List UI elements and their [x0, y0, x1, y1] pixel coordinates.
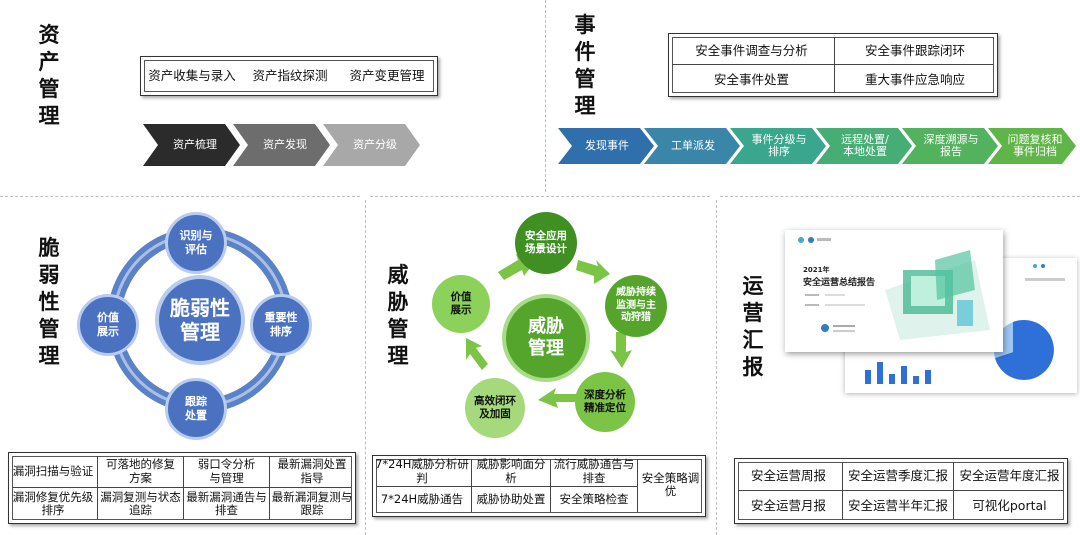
- event-title: 事件管理: [574, 13, 596, 118]
- ops-report-item: 可视化portal: [972, 498, 1047, 513]
- asset-title: 资产管理: [38, 23, 60, 128]
- ops-title: 运营汇报: [742, 274, 764, 379]
- threat-table-merged-cell: 安全策略调 优: [641, 470, 700, 498]
- separator-top-mid: [370, 196, 710, 197]
- vuln-table-cell: 漏洞修复优先级 排序: [12, 489, 94, 517]
- event-flow: [558, 128, 1076, 164]
- threat-node: 价值 展示: [432, 275, 490, 333]
- asset-flow: [143, 124, 420, 166]
- threat-node: 深度分析 精准定位: [575, 372, 635, 432]
- asset-items-box: 资产收集与录入 资产指纹探测 资产变更管理: [140, 56, 438, 96]
- event-grid-item: 安全事件处置: [713, 71, 789, 87]
- vuln-table-cell: 可落地的修复 方案: [106, 457, 175, 485]
- asset-step-chevron: [323, 124, 420, 166]
- ops-report-item: 安全运营半年汇报: [847, 498, 948, 513]
- ops-report-item: 安全运营月报: [750, 498, 826, 513]
- vuln-table: 漏洞扫描与验证 可落地的修复 方案 弱口令分析 与管理 最新漏洞处置 指导 漏洞…: [8, 452, 356, 524]
- event-grid-item: 重大事件应急响应: [864, 71, 965, 87]
- vuln-table-cell: 最新漏洞处置 指导: [277, 457, 347, 485]
- cycle-arrow: [466, 338, 488, 370]
- separator-top-left: [0, 196, 360, 197]
- separator-vertical-right: [716, 200, 717, 535]
- event-step-chevron: [988, 128, 1076, 164]
- vuln-node-left: 价值 展示: [77, 294, 139, 356]
- vuln-node-right: 重要性 排序: [250, 294, 312, 356]
- report-year: 2021年: [803, 266, 830, 274]
- event-step-label: 远程处置/ 本地处置: [841, 133, 889, 158]
- asset-step-chevron: [233, 124, 330, 166]
- asset-item: 资产指纹探测: [252, 68, 328, 83]
- threat-node: 高效闭环 及加固: [465, 378, 525, 438]
- vuln-title: 脆弱性管理: [38, 236, 60, 368]
- vuln-center-circle: 脆弱性 管理: [155, 275, 245, 365]
- asset-step-label: 资产分级: [353, 138, 397, 151]
- event-step-label: 问题复核和 事件归档: [1007, 133, 1063, 158]
- event-grid-item: 安全事件调查与分析: [695, 42, 808, 58]
- event-step-chevron: [816, 128, 912, 164]
- threat-table: 7*24H威胁分析研 判 威胁影响面分 析 流行威胁通告与 排查 7*24H威胁…: [372, 455, 706, 517]
- threat-table-cell: 威胁协助处置: [476, 492, 546, 507]
- vuln-node-top: 识别与 评估: [165, 212, 227, 274]
- report-cover: 2021年 安全运营总结报告: [785, 230, 1003, 352]
- event-grid-item: 安全事件跟踪闭环: [864, 42, 965, 58]
- report-cover-art: [798, 237, 990, 340]
- ops-report-item: 安全运营年度汇报: [959, 468, 1060, 483]
- threat-node: 威胁持续 监测与主 动狩猎: [605, 275, 667, 337]
- ops-report-item: 安全运营周报: [750, 468, 826, 483]
- vuln-table-cell: 弱口令分析 与管理: [197, 457, 256, 485]
- vuln-table-cell: 最新漏洞通告与 排查: [186, 489, 267, 517]
- asset-item: 资产变更管理: [349, 68, 425, 83]
- threat-table-cell: 流行威胁通告与 排查: [553, 457, 635, 485]
- cycle-arrow: [610, 332, 632, 368]
- threat-table-cell: 7*24H威胁通告: [380, 492, 464, 507]
- vuln-table-cell: 最新漏洞复测与 跟踪: [271, 489, 353, 517]
- report-back-chart: [865, 264, 1065, 384]
- ops-report-item: 安全运营季度汇报: [847, 468, 948, 483]
- separator-vertical-top: [545, 0, 546, 192]
- separator-vertical-left: [365, 200, 366, 535]
- event-step-label: 事件分级与 排序: [751, 133, 807, 158]
- threat-node: 安全应用 场景设计: [515, 212, 577, 274]
- asset-step-chevron: [143, 124, 240, 166]
- event-step-chevron: [558, 128, 654, 164]
- threat-table-cell: 7*24H威胁分析研 判: [375, 457, 469, 485]
- separator-top-right: [720, 196, 1080, 197]
- threat-table-cell: 安全策略检查: [559, 492, 629, 507]
- asset-step-label: 资产发现: [263, 138, 307, 151]
- vuln-node-bottom: 跟踪 处置: [165, 378, 227, 440]
- asset-item: 资产收集与录入: [148, 68, 236, 83]
- event-grid-box: 安全事件调查与分析 安全事件跟踪闭环 安全事件处置 重大事件应急响应: [668, 33, 998, 97]
- report-title: 安全运营总结报告: [803, 278, 876, 288]
- cycle-arrow: [538, 388, 576, 408]
- vuln-table-cell: 漏洞复测与状态 追踪: [100, 489, 181, 517]
- cycle-arrow: [576, 260, 610, 284]
- ops-grid-box: 安全运营周报 安全运营季度汇报 安全运营年度汇报 安全运营月报 安全运营半年汇报…: [734, 458, 1068, 524]
- event-step-label: 发现事件: [585, 139, 629, 152]
- event-step-chevron: [644, 128, 740, 164]
- threat-table-cell: 威胁影响面分 析: [476, 457, 546, 485]
- threat-title: 威胁管理: [387, 263, 409, 368]
- event-step-label: 工单派发: [671, 139, 715, 152]
- event-step-label: 深度溯源与 报告: [923, 133, 979, 158]
- asset-step-label: 资产梳理: [173, 138, 217, 151]
- event-step-chevron: [902, 128, 998, 164]
- vuln-table-cell: 漏洞扫描与验证: [12, 463, 94, 478]
- threat-center-circle: 威胁 管理: [502, 294, 590, 382]
- event-step-chevron: [730, 128, 826, 164]
